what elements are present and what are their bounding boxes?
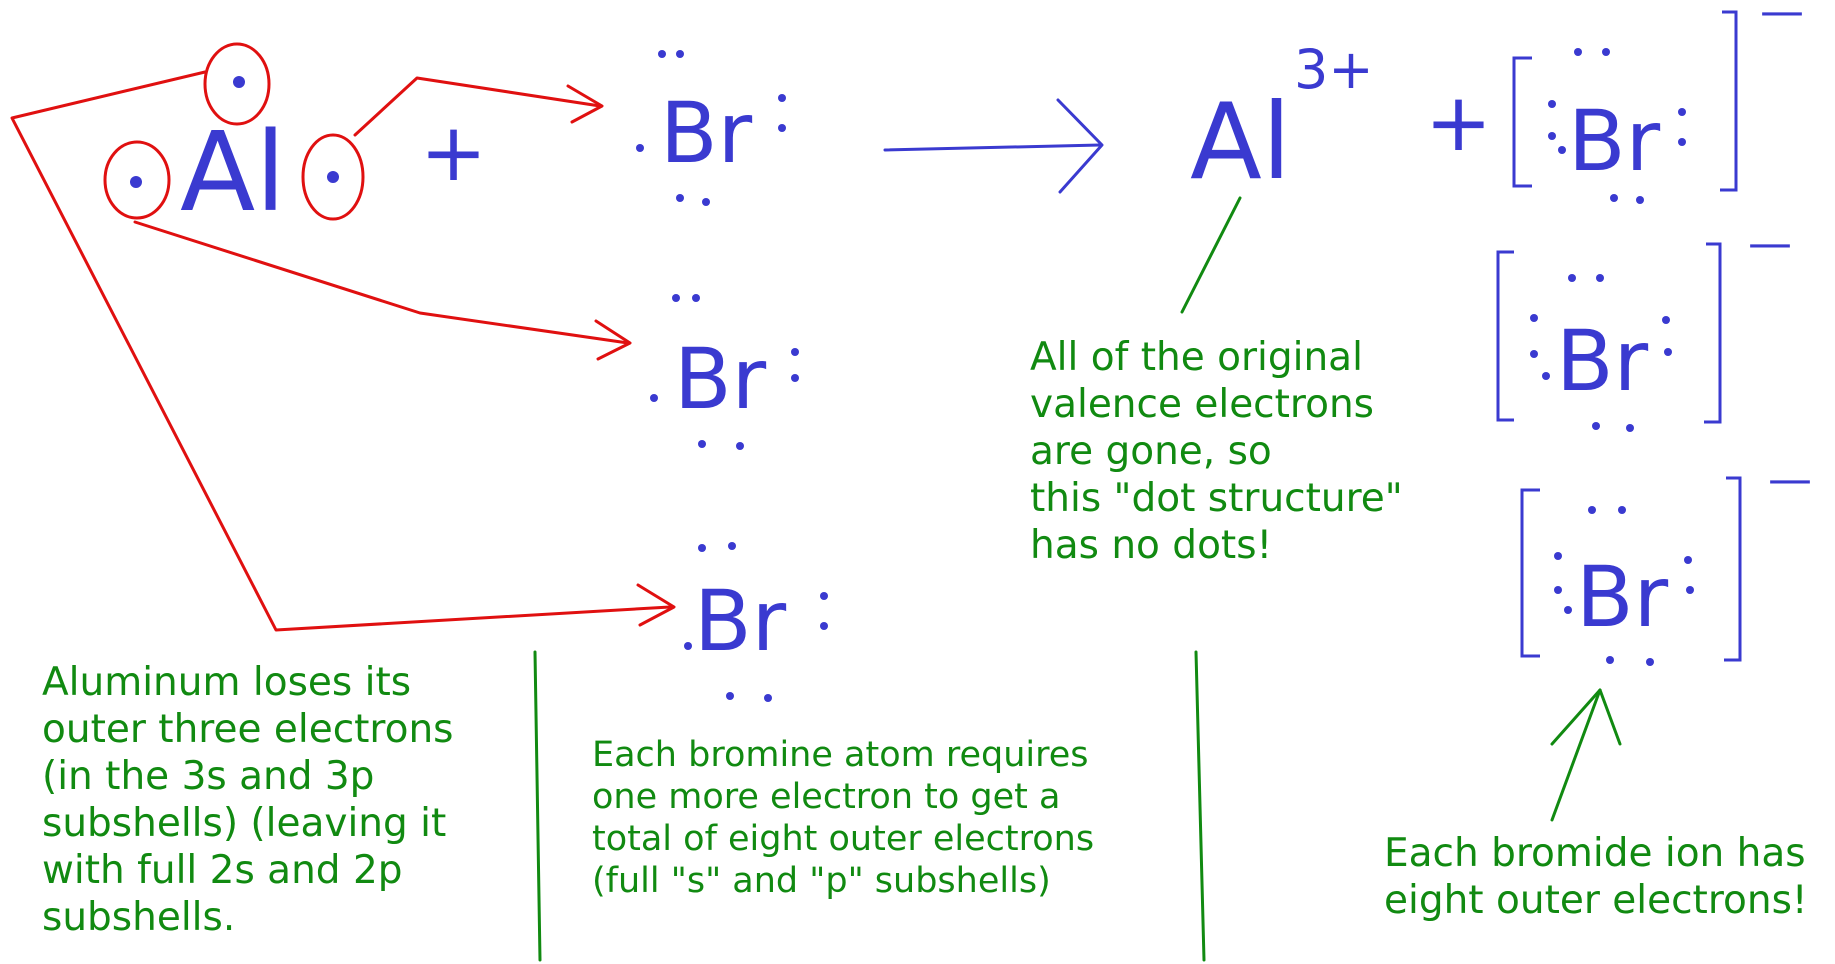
- al-ion-symbol: Al: [1190, 81, 1291, 203]
- bromide-symbol-3: Br: [1576, 548, 1669, 646]
- al-electron-top: [233, 76, 245, 88]
- divider-right: [1194, 650, 1206, 962]
- electron-transfer-arrows: [10, 70, 676, 632]
- bromide-ion-explanation: Each bromide ion has eight outer electro…: [1384, 831, 1808, 923]
- bromide-symbol-2: Br: [1556, 312, 1649, 410]
- reaction-arrow: [883, 98, 1104, 194]
- plus-sign-2: +: [1425, 76, 1492, 169]
- arrow-head-bottom: [636, 583, 676, 627]
- arrow-head-top: [566, 84, 604, 124]
- bromide-symbol-1: Br: [1568, 92, 1661, 190]
- arrow-head-middle: [594, 319, 632, 361]
- divider-left: [533, 650, 542, 962]
- aluminum-ion-explanation: All of the original valence electrons ar…: [1030, 335, 1403, 568]
- al-electron-left: [130, 176, 142, 188]
- bromine-atom-1: Br: [636, 50, 786, 206]
- al-ion-charge: 3+: [1294, 38, 1374, 101]
- bromide-ion-2: Br —: [1496, 218, 1792, 432]
- bromine-atom-2: Br: [650, 294, 799, 450]
- arrow-path-bottom: [10, 70, 672, 632]
- br-symbol-3: Br: [694, 572, 787, 670]
- al-electron-right: [327, 171, 339, 183]
- arrow-path-top: [353, 76, 602, 137]
- bromine-explanation: Each bromine atom requires one more elec…: [592, 735, 1095, 901]
- bromide-charge-3: —: [1768, 454, 1812, 505]
- al-symbol: Al: [180, 108, 286, 236]
- aluminum-ion: Al 3+: [1190, 38, 1374, 203]
- pointer-bromide-c: [1550, 688, 1602, 746]
- bromide-ion-3: Br —: [1520, 454, 1812, 666]
- bromide-ion-1: Br —: [1512, 0, 1804, 204]
- bromide-charge-2: —: [1748, 218, 1792, 269]
- arrow-path-middle: [133, 220, 630, 345]
- plus-sign-1: +: [420, 106, 487, 199]
- pointer-bromide-a: [1550, 688, 1602, 822]
- pointer-al-ion: [1180, 196, 1242, 314]
- pointer-bromide-b: [1598, 688, 1622, 746]
- bromide-charge-1: —: [1760, 0, 1804, 37]
- electron-circle-right: [301, 133, 365, 221]
- electron-circle-top: [203, 42, 271, 126]
- aluminum-atom: Al: [103, 42, 365, 236]
- br-symbol-2: Br: [674, 330, 767, 428]
- annotation-lines: [533, 196, 1622, 962]
- aluminum-explanation: Aluminum loses its outer three electrons…: [42, 660, 454, 940]
- electron-circle-left: [103, 140, 171, 220]
- br-symbol-1: Br: [660, 84, 753, 182]
- bromine-atom-3: Br: [684, 542, 828, 702]
